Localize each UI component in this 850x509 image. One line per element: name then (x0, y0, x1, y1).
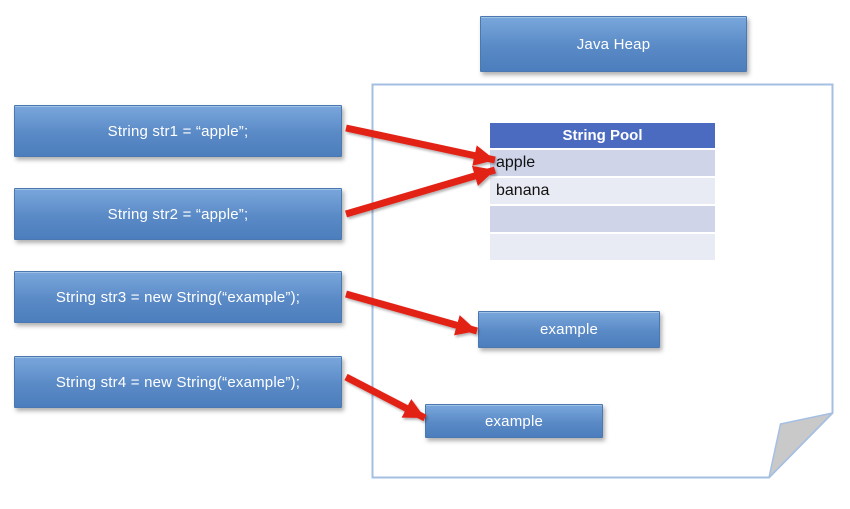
code-box-str3: String str3 = new String(“example”); (14, 271, 342, 323)
string-pool-row-apple: apple (490, 150, 715, 176)
java-heap-title-box: Java Heap (480, 16, 747, 72)
code-box-str4-label: String str4 = new String(“example”); (55, 373, 301, 391)
code-box-str3-label: String str3 = new String(“example”); (55, 288, 301, 306)
folded-corner (768, 412, 834, 479)
code-box-str2: String str2 = “apple”; (14, 188, 342, 240)
code-box-str4: String str4 = new String(“example”); (14, 356, 342, 408)
code-box-str1-label: String str1 = “apple”; (107, 122, 249, 140)
heap-object-example-2-label: example (484, 412, 544, 430)
heap-object-example-1-label: example (539, 321, 599, 338)
string-pool-header: String Pool (490, 123, 715, 148)
string-pool-row-empty-1 (490, 206, 715, 232)
string-pool-row-banana: banana (490, 178, 715, 204)
code-box-str2-label: String str2 = “apple”; (107, 205, 249, 223)
code-box-str1: String str1 = “apple”; (14, 105, 342, 157)
string-pool-row-empty-2 (490, 234, 715, 260)
heap-object-example-2: example (425, 404, 603, 438)
string-pool-table: String Pool apple banana (490, 123, 715, 260)
java-heap-title: Java Heap (576, 35, 651, 53)
heap-object-example-1: example (478, 311, 660, 348)
